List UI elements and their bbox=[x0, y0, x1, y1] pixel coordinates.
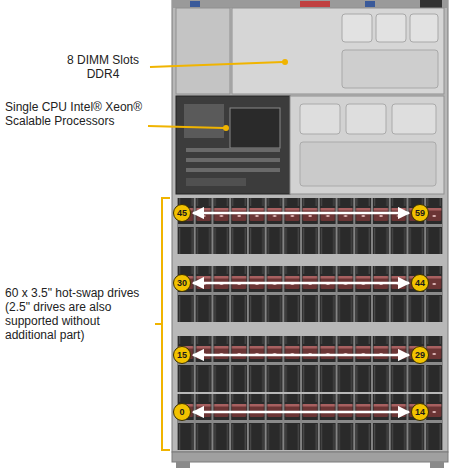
callout-circle: 15 bbox=[173, 346, 191, 364]
callout-circle: 29 bbox=[411, 346, 429, 364]
callout-label: 8 DIMM Slots DDR4 bbox=[62, 53, 144, 81]
callout-circle: 59 bbox=[411, 204, 429, 222]
callout-label: Single CPU Intel® Xeon® Scalable Process… bbox=[5, 100, 145, 128]
callout-number: 30 bbox=[177, 278, 187, 288]
callout-number: 59 bbox=[415, 208, 425, 218]
range-arrow bbox=[193, 282, 409, 285]
callout-number: 45 bbox=[177, 208, 187, 218]
callout-circle: 14 bbox=[411, 403, 429, 421]
callout-number: 14 bbox=[415, 407, 425, 417]
callout-number: 0 bbox=[179, 407, 184, 417]
callout-circle: 0 bbox=[173, 403, 191, 421]
range-arrow bbox=[193, 354, 409, 357]
range-arrow bbox=[193, 411, 409, 414]
callout-circle: 45 bbox=[173, 204, 191, 222]
callout-circle: 30 bbox=[173, 274, 191, 292]
callout-number: 44 bbox=[415, 278, 425, 288]
callout-label: 60 x 3.5" hot-swap drives (2.5" drives a… bbox=[5, 286, 153, 342]
range-arrow bbox=[193, 212, 409, 215]
callout-circle: 44 bbox=[411, 274, 429, 292]
callout-number: 29 bbox=[415, 350, 425, 360]
callout-number: 15 bbox=[177, 350, 187, 360]
